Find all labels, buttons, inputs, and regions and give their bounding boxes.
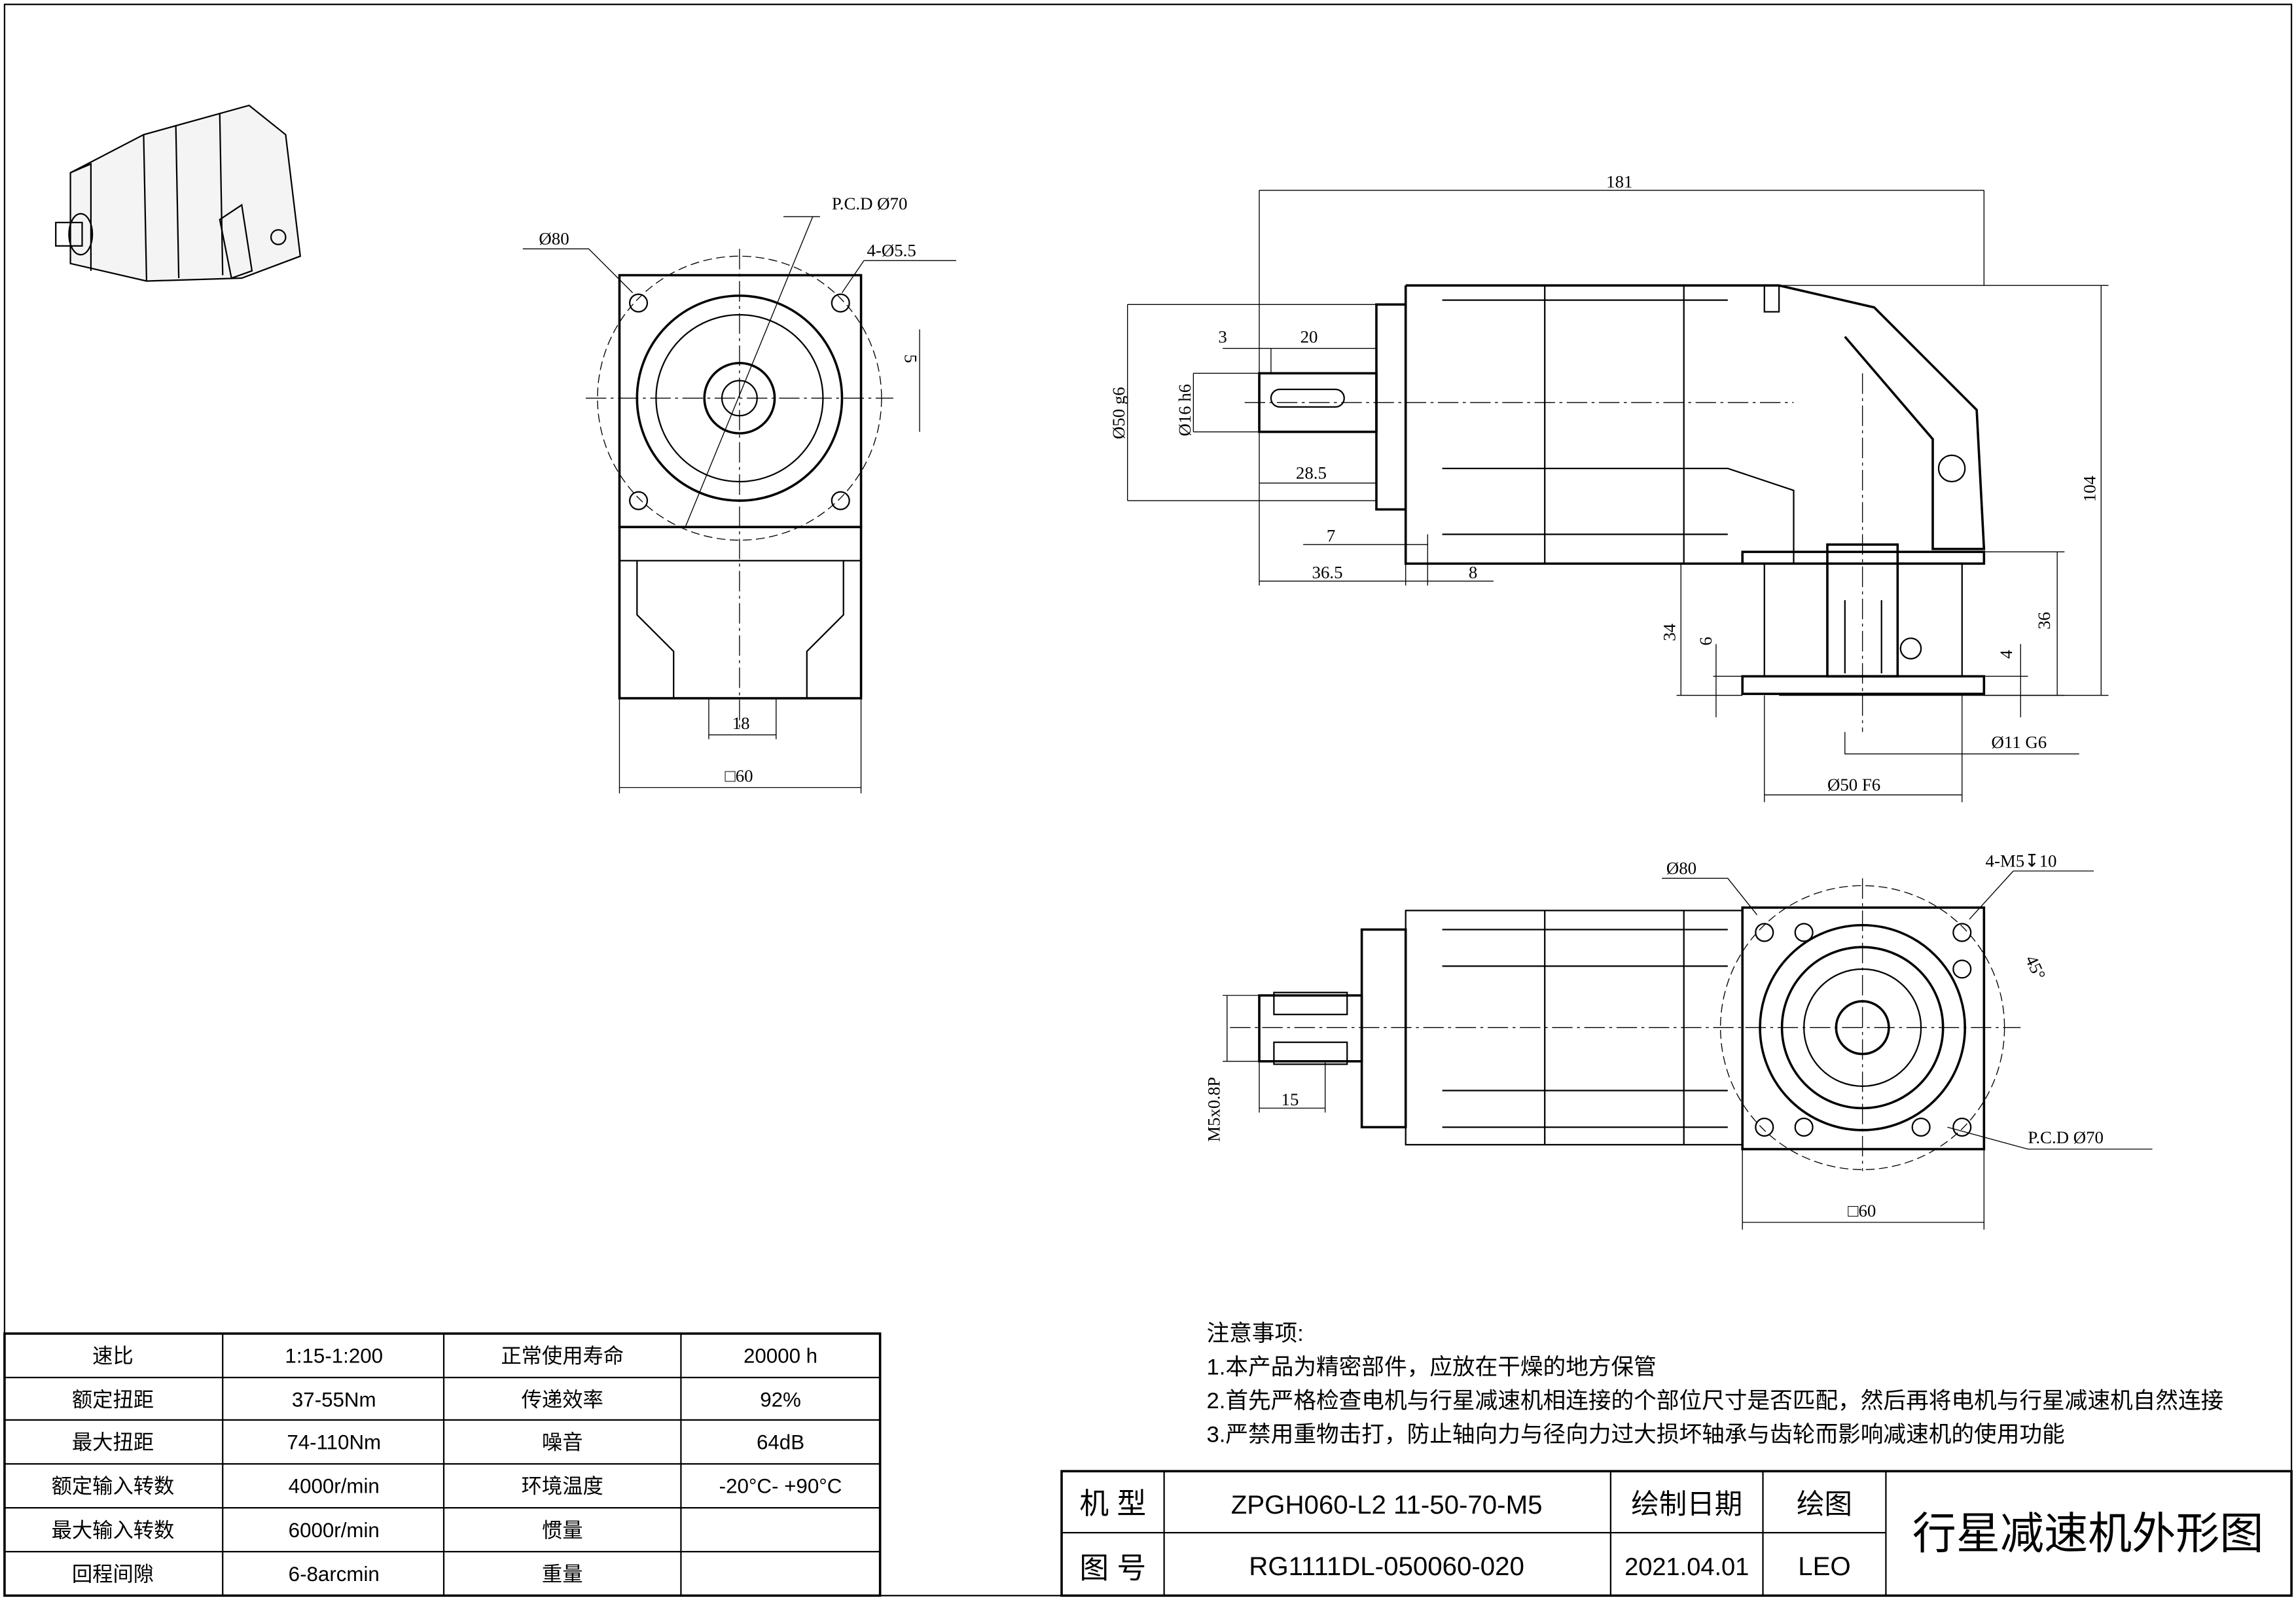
notes: 注意事项: 1.本产品为精密部件，应放在干燥的地方保管 2.首先严格检查电机与行… xyxy=(1206,1321,2223,1447)
dim-pilot: Ø50 g6 xyxy=(1109,387,1128,439)
front-view: Ø80 P.C.D Ø70 4-Ø5.5 5 18 □60 xyxy=(522,194,956,794)
dim-pcd: P.C.D Ø70 xyxy=(832,194,908,213)
drawing-no-label: 图 号 xyxy=(1079,1552,1146,1584)
note-item: 1.本产品为精密部件，应放在干燥的地方保管 xyxy=(1206,1355,1656,1380)
spec-table: 速比 1:15-1:200 正常使用寿命 20000 h 额定扭距 37-55N… xyxy=(3,1332,882,1597)
spec-value: 74-110Nm xyxy=(287,1431,381,1454)
drawing-no-value: RG1111DL-050060-020 xyxy=(1249,1552,1524,1581)
spec-value: 6000r/min xyxy=(289,1519,380,1542)
spec-value: 6-8arcmin xyxy=(289,1563,380,1586)
spec-value: -20°C- +90°C xyxy=(719,1475,842,1498)
spec-label: 正常使用寿命 xyxy=(501,1345,624,1368)
spec-label: 噪音 xyxy=(542,1431,583,1454)
dim-out-lip: 4 xyxy=(1996,650,2016,658)
spec-value: 92% xyxy=(760,1389,801,1412)
date-value: 2021.04.01 xyxy=(1624,1554,1749,1581)
bottom-view: Ø80 4-M5↧10 45° M5x0.8P 15 P.C.D Ø70 □60 xyxy=(1204,851,2153,1230)
dim-shaft-step: 3 xyxy=(1218,327,1227,346)
drawing-title: 行星减速机外形图 xyxy=(1912,1510,2264,1559)
dim-overall-length: 181 xyxy=(1606,171,1632,191)
side-view: 181 3 20 Ø50 g6 Ø16 h6 28.5 7 36.5 8 104… xyxy=(1109,171,2109,802)
spec-label: 最大输入转数 xyxy=(52,1519,175,1542)
model-label: 机 型 xyxy=(1079,1488,1146,1520)
notes-title: 注意事项: xyxy=(1206,1321,1303,1346)
date-label: 绘制日期 xyxy=(1631,1489,1742,1520)
dim-out-step: 6 xyxy=(1696,637,1715,645)
dim-shaft-length: 28.5 xyxy=(1296,463,1327,482)
isometric-preview xyxy=(55,104,302,282)
dim-shaft: Ø16 h6 xyxy=(1175,384,1194,436)
dim-shaft-total: 36.5 xyxy=(1312,563,1343,582)
dim-pcd-bottom: P.C.D Ø70 xyxy=(2028,1128,2104,1147)
spec-label: 额定扭距 xyxy=(72,1389,154,1412)
dim-holes: 4-Ø5.5 xyxy=(867,240,916,260)
dim-outer-dia-bottom: Ø80 xyxy=(1666,858,1696,878)
spec-label: 传递效率 xyxy=(522,1389,603,1412)
spec-value: 64dB xyxy=(757,1431,804,1454)
dim-height: 104 xyxy=(2079,476,2099,502)
drawer-label: 绘图 xyxy=(1797,1489,1852,1520)
spec-label: 回程间隙 xyxy=(72,1563,154,1586)
spec-value: 4000r/min xyxy=(289,1475,380,1498)
dim-flange-gap: 7 xyxy=(1327,526,1335,546)
dim-flange-thk: 8 xyxy=(1469,563,1477,582)
dim-outer-dia: Ø80 xyxy=(539,229,569,249)
note-item: 2.首先严格检查电机与行星减速机相连接的个部位尺寸是否匹配，然后再将电机与行星减… xyxy=(1206,1389,2223,1413)
model-value: ZPGH060-L2 11-50-70-M5 xyxy=(1231,1490,1543,1520)
note-item: 3.严禁用重物击打，防止轴向力与径向力过大损坏轴承与齿轮而影响减速机的使用功能 xyxy=(1206,1422,2064,1447)
dim-bore: Ø11 G6 xyxy=(1991,732,2047,752)
dim-out-height: 34 xyxy=(1659,624,1679,641)
dim-square: □60 xyxy=(725,766,753,786)
spec-label: 额定输入转数 xyxy=(52,1475,175,1498)
spec-label: 速比 xyxy=(92,1345,134,1368)
title-block: 机 型 ZPGH060-L2 11-50-70-M5 绘制日期 绘图 图 号 R… xyxy=(1060,1470,2293,1597)
spec-value: 37-55Nm xyxy=(292,1389,376,1412)
dim-thread: M5x0.8P xyxy=(1204,1077,1224,1142)
dim-spigot: Ø50 F6 xyxy=(1827,775,1880,794)
dim-angle: 45° xyxy=(2022,952,2050,983)
dim-square-bottom: □60 xyxy=(1848,1201,1876,1220)
spec-label: 环境温度 xyxy=(522,1475,603,1498)
spec-label: 重量 xyxy=(542,1563,583,1586)
dim-bore-width: 18 xyxy=(732,713,750,733)
spec-value: 20000 h xyxy=(744,1345,817,1368)
dim-thread-depth: 15 xyxy=(1282,1090,1299,1109)
spec-label: 最大扭距 xyxy=(72,1431,154,1454)
dim-key-length: 20 xyxy=(1300,327,1318,346)
dim-out-flange: 36 xyxy=(2034,612,2054,630)
drawer-value: LEO xyxy=(1798,1552,1851,1581)
spec-label: 惯量 xyxy=(542,1519,583,1542)
dim-key-offset: 5 xyxy=(901,354,921,363)
spec-value: 1:15-1:200 xyxy=(285,1345,383,1368)
dim-tapped-holes: 4-M5↧10 xyxy=(1986,851,2057,870)
